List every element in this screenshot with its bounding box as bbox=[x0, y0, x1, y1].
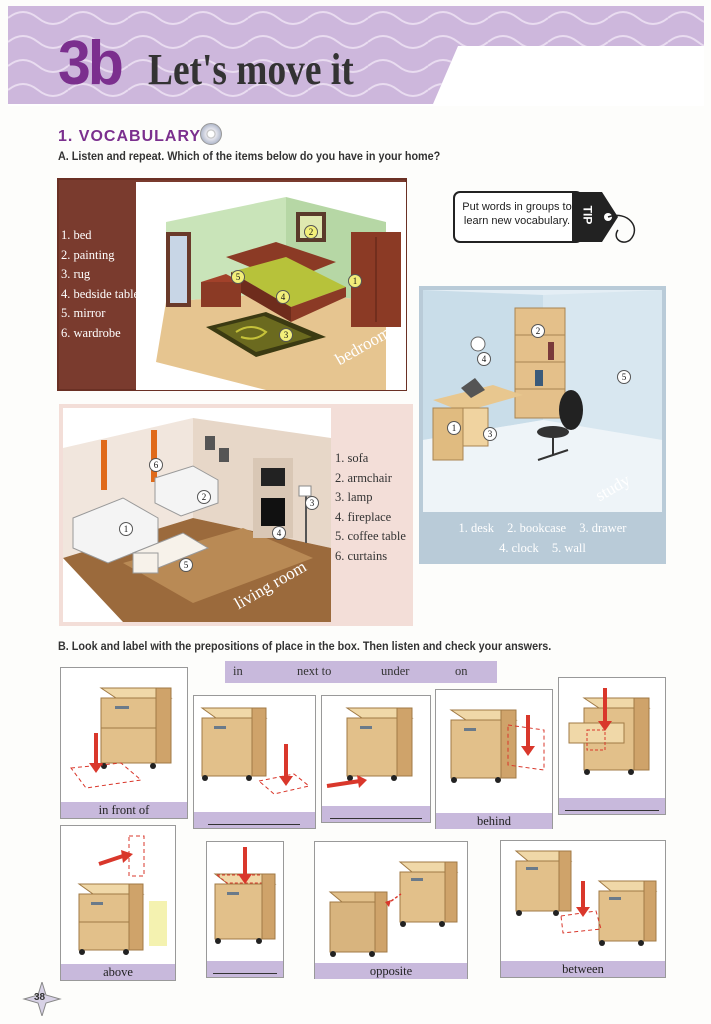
page-number: 38 bbox=[34, 992, 46, 1003]
panel-in-front-of: in front of bbox=[60, 667, 188, 819]
list-item: 1. sofa bbox=[335, 451, 369, 465]
study-illustration: 2 4 5 1 3 bbox=[423, 290, 662, 512]
marker-2: 2 bbox=[197, 490, 211, 504]
label-above: above bbox=[61, 964, 175, 980]
audio-cd-icon[interactable] bbox=[200, 123, 222, 145]
list-item: 2. armchair bbox=[335, 470, 392, 485]
lesson-number: 3b bbox=[58, 29, 124, 98]
word-box-item: under bbox=[381, 664, 410, 678]
marker-2: 2 bbox=[304, 225, 318, 239]
list-item: 2. painting bbox=[61, 247, 115, 262]
marker-3: 3 bbox=[483, 427, 497, 441]
answer-blank[interactable] bbox=[213, 973, 277, 974]
living-room-illustration: 6 2 3 1 4 5 bbox=[63, 408, 331, 622]
panel-behind: behind bbox=[435, 689, 553, 829]
page-number-badge: 38 bbox=[22, 980, 62, 1018]
answer-blank[interactable] bbox=[565, 810, 659, 811]
living-room-panel: 6 2 3 1 4 5 living room 1. sofa 2. armch… bbox=[59, 404, 413, 626]
label-blank bbox=[559, 798, 665, 814]
bedroom-illustration: 2 1 6 5 4 3 bbox=[136, 182, 406, 390]
list-item: 2. bookcase bbox=[507, 521, 567, 535]
label-in-front-of: in front of bbox=[61, 802, 187, 818]
label-blank bbox=[322, 806, 430, 822]
word-box-item: next to bbox=[297, 664, 332, 678]
panel-opposite: opposite bbox=[314, 841, 468, 979]
study-panel: 2 4 5 1 3 study 1. desk 2. bookcase 3. d… bbox=[419, 286, 666, 564]
marker-5: 5 bbox=[617, 370, 631, 384]
marker-4: 4 bbox=[272, 526, 286, 540]
section-title: 1. VOCABULARY bbox=[58, 128, 202, 145]
list-item: 4. fireplace bbox=[335, 509, 392, 524]
answer-blank[interactable] bbox=[330, 818, 422, 819]
list-item: 5. mirror bbox=[61, 306, 106, 321]
label-blank bbox=[194, 812, 315, 828]
marker-4: 4 bbox=[477, 352, 491, 366]
lesson-header: 3b Let's move it bbox=[8, 6, 704, 106]
label-behind: behind bbox=[436, 813, 552, 829]
list-item: 4. bedside table bbox=[61, 286, 140, 301]
marker-2: 2 bbox=[531, 324, 545, 338]
answer-blank[interactable] bbox=[208, 824, 300, 825]
instruction-b: B. Look and label with the prepositions … bbox=[58, 639, 552, 653]
tip-text: Put words in groups to learn new vocabul… bbox=[462, 201, 572, 227]
marker-3: 3 bbox=[279, 328, 293, 342]
word-box-item: in bbox=[233, 664, 243, 678]
living-room-word-list: 1. sofa 2. armchair 3. lamp 4. fireplace… bbox=[335, 449, 406, 567]
marker-1: 1 bbox=[119, 522, 133, 536]
marker-1: 1 bbox=[348, 274, 362, 288]
list-item: 3. drawer bbox=[579, 521, 627, 535]
bedroom-panel: 1. bed 2. painting 3. rug 4. bedside tab… bbox=[57, 178, 407, 391]
label-between: between bbox=[501, 961, 665, 977]
panel-blank-2 bbox=[321, 695, 431, 823]
marker-1: 1 bbox=[447, 421, 461, 435]
marker-4: 4 bbox=[276, 290, 290, 304]
tip-tag: Put words in groups to learn new vocabul… bbox=[452, 188, 642, 246]
list-item: 5. coffee table bbox=[335, 529, 406, 544]
bedroom-word-list: 1. bed 2. painting 3. rug 4. bedside tab… bbox=[61, 226, 139, 344]
marker-3: 3 bbox=[305, 496, 319, 510]
marker-5: 5 bbox=[179, 558, 193, 572]
marker-6: 6 bbox=[149, 458, 163, 472]
panel-blank-1 bbox=[193, 695, 316, 829]
label-blank bbox=[207, 961, 283, 977]
study-word-list: 1. desk 2. bookcase 3. drawer 4. clock 5… bbox=[419, 518, 666, 558]
list-item: 3. lamp bbox=[335, 490, 373, 505]
list-item: 5. wall bbox=[551, 541, 586, 555]
panel-between: between bbox=[500, 840, 666, 978]
tip-label: TIP bbox=[580, 205, 595, 225]
marker-5: 5 bbox=[231, 270, 245, 284]
label-opposite: opposite bbox=[315, 963, 467, 979]
instruction-a: A. Listen and repeat. Which of the items… bbox=[58, 149, 441, 163]
panel-blank-3 bbox=[558, 677, 666, 815]
list-item: 1. desk bbox=[458, 521, 494, 535]
panel-above: above bbox=[60, 825, 176, 981]
word-box-item: on bbox=[455, 664, 468, 678]
list-item: 6. curtains bbox=[335, 548, 388, 563]
list-item: 1. bed bbox=[61, 228, 92, 242]
list-item: 4. clock bbox=[499, 541, 539, 555]
list-item: 3. rug bbox=[61, 267, 91, 282]
list-item: 6. wardrobe bbox=[61, 325, 121, 340]
header-banner bbox=[8, 6, 704, 106]
panel-blank-4 bbox=[206, 841, 284, 978]
word-box: in next to under on bbox=[225, 661, 497, 683]
page-title: Let's move it bbox=[148, 45, 354, 94]
